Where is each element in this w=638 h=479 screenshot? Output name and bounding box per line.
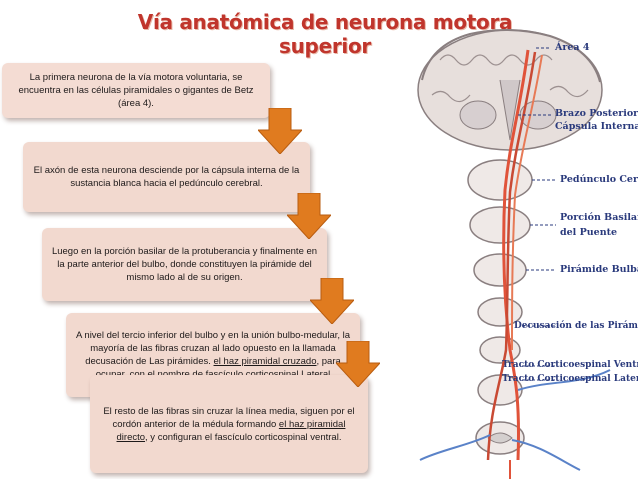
step-text-5: El resto de las fibras sin cruzar la lín… [98,405,360,444]
step-text-5-post: , y configuran el fascículo corticospina… [145,431,342,443]
step-text-4-post: , para ocupar, con el nombre de fascícul… [96,356,341,380]
step-text-1: La primera neurona de la vía motora volu… [18,72,254,109]
label-pedunculo: Pedúnculo Cerebral [560,174,638,185]
anatomy-illustration [417,29,611,479]
label-tracto-ventral: Tracto Corticoespinal Ventral [502,360,638,370]
step-text-3: Luego en la porción basilar de la protub… [51,246,318,283]
label-decusacion: Decusación de las Pirámides [514,321,638,331]
label-piramide-bulbar: Pirámide Bulbar [560,264,638,275]
label-brazo-posterior: Brazo Posterior [555,108,638,119]
step-text-5-pre: El resto de las fibras sin cruzar la lín… [103,405,355,430]
step-text-4-pre: A nivel del tercio inferior del bulbo y … [75,330,351,367]
down-arrow-icon [258,108,302,154]
step-box-1: La primera neurona de la vía motora volu… [2,63,270,118]
label-area-4: Área 4 [555,42,590,53]
step-box-3: Luego en la porción basilar de la protub… [42,228,327,301]
label-tracto-lateral: Tracto Corticoespinal Lateral [502,374,638,384]
down-arrow-icon [310,278,354,324]
step-text-2: El axón de esta neurona desciende por la… [33,165,300,189]
haz-directo-underlined: el haz piramidal directo [116,418,346,443]
step-box-5: El resto de las fibras sin cruzar la lín… [90,375,368,473]
label-capsula-interna: Cápsula Interna [555,121,638,132]
down-arrow-icon [287,193,331,239]
label-del-puente: del Puente [560,227,618,238]
down-arrow-icon [336,341,380,387]
step-text-4: A nivel del tercio inferior del bulbo y … [74,329,352,381]
label-porcion-basilar: Porción Basilar [560,212,638,223]
page-title: Vía anatómica de neurona motora superior [137,10,513,58]
haz-cruzado-underlined: el haz piramidal cruzado [213,356,317,367]
step-box-2: El axón de esta neurona desciende por la… [23,142,310,212]
